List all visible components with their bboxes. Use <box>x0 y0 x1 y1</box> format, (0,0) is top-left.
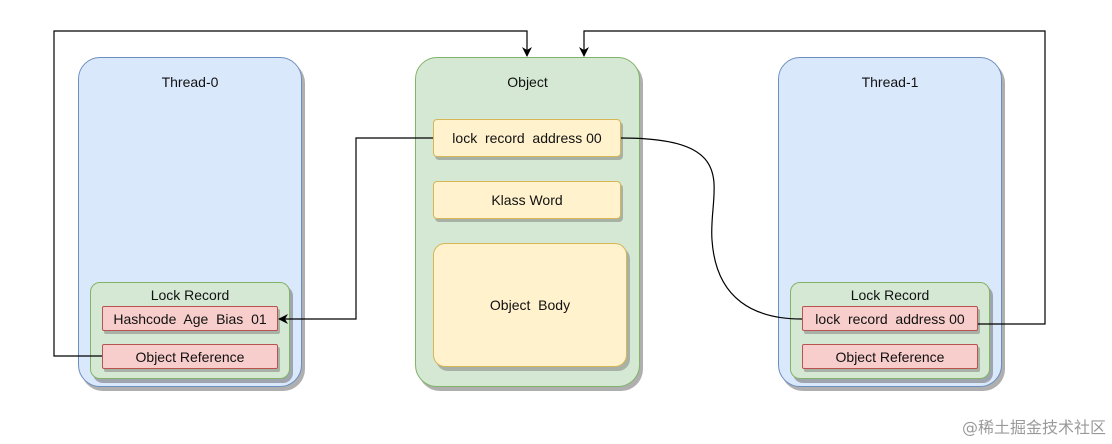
object-to-thread-1-curve <box>620 137 803 320</box>
object-klass-word-field: Klass Word <box>433 181 621 219</box>
thread-0-object-reference-field: Object Reference <box>102 344 278 369</box>
object-body-field: Object Body <box>433 243 627 367</box>
object-title: Object <box>507 74 548 90</box>
thread-0-title: Thread-0 <box>161 74 219 90</box>
object-mark-word-field: lock record address 00 <box>433 119 621 157</box>
thread-1-mark-word-field: lock record address 00 <box>802 306 978 331</box>
thread-1-object-reference-field: Object Reference <box>802 344 978 369</box>
object-to-lock-record-arrow <box>278 137 433 324</box>
thread-1-lock-record-title: Lock Record <box>850 287 930 303</box>
thread-0-mark-word-field: Hashcode Age Bias 01 <box>102 306 278 331</box>
watermark: @稀土掘金技术社区 <box>961 418 1106 437</box>
thread-1-title: Thread-1 <box>861 74 919 90</box>
thread-0-lock-record-title: Lock Record <box>150 287 230 303</box>
